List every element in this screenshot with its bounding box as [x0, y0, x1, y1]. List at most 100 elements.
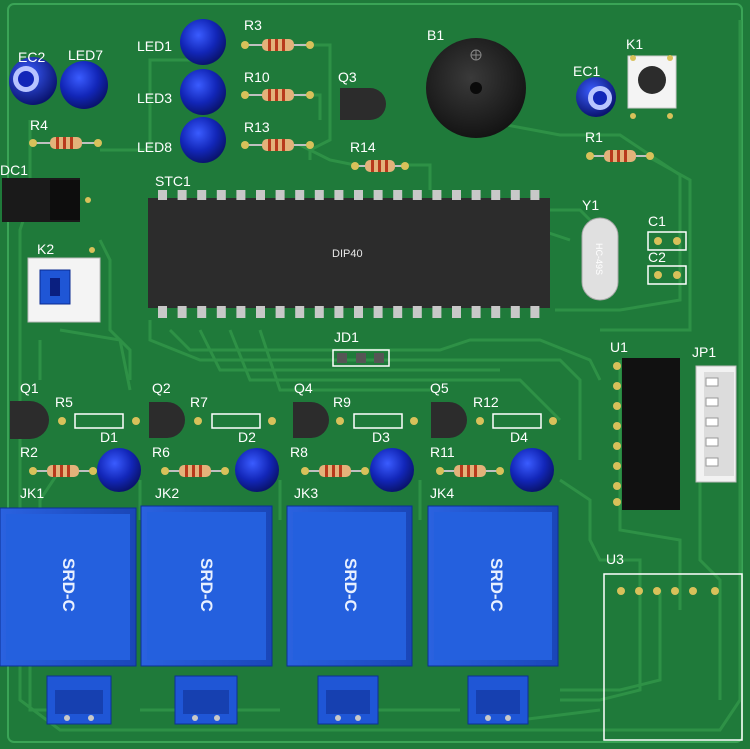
buzzer-b1 — [426, 38, 526, 138]
label-led1: LED1 — [137, 38, 173, 54]
relay-jk1-text: SRD-C — [59, 558, 78, 612]
mcu-pin-top — [216, 190, 226, 200]
capacitor-c2 — [647, 265, 687, 285]
crystal-text: HC-49S — [594, 242, 605, 276]
mcu-pin-bottom — [314, 306, 324, 318]
label-r12: R12 — [473, 394, 499, 410]
mcu-pin-bottom — [236, 306, 246, 318]
mcu-pin-bottom — [256, 306, 265, 318]
pushbutton-k1 — [627, 55, 677, 119]
label-q2: Q2 — [152, 380, 171, 396]
mcu-pin-top — [177, 190, 187, 200]
label-r13: R13 — [244, 119, 270, 135]
led-d3 — [370, 448, 414, 492]
mcu-pin-bottom — [275, 306, 285, 318]
mcu-pin-bottom — [158, 306, 167, 318]
led-d1 — [97, 448, 141, 492]
label-led8: LED8 — [137, 139, 173, 155]
mcu-stc1 — [148, 190, 550, 318]
terminal-blocks — [46, 675, 529, 725]
led-d4 — [510, 448, 554, 492]
label-u1: U1 — [610, 339, 628, 355]
label-y1: Y1 — [582, 197, 600, 213]
mcu-package-text: DIP40 — [332, 248, 363, 260]
mcu-pin-bottom — [334, 306, 344, 318]
led-d2 — [235, 448, 279, 492]
label-jk1: JK1 — [20, 485, 45, 501]
mcu-pin-top — [354, 190, 363, 200]
label-b1: B1 — [427, 27, 445, 43]
transistor-q4 — [293, 402, 329, 438]
label-led7: LED7 — [68, 47, 104, 63]
label-jk4: JK4 — [430, 485, 455, 501]
capacitor-ec2 — [9, 57, 57, 105]
label-r8: R8 — [290, 444, 308, 460]
resistors — [29, 39, 654, 477]
mcu-pin-top — [197, 190, 207, 200]
mcu-pin-top — [314, 190, 324, 200]
label-jd1: JD1 — [334, 329, 359, 345]
mcu-pin-bottom — [393, 306, 403, 318]
label-jk2: JK2 — [155, 485, 180, 501]
label-q4: Q4 — [294, 380, 313, 396]
label-stc1: STC1 — [155, 173, 191, 189]
mcu-pin-top — [471, 190, 481, 200]
label-d4: D4 — [510, 429, 528, 445]
mcu-pin-bottom — [412, 306, 422, 318]
transistor-q2 — [149, 402, 185, 438]
label-k2: K2 — [37, 241, 55, 257]
mcu-pin-top — [412, 190, 422, 200]
mcu-pin-bottom — [216, 306, 226, 318]
relay-jk2 — [140, 505, 273, 667]
led-8 — [180, 117, 226, 163]
mcu-pin-top — [491, 190, 501, 200]
relay-jk4-text: SRD-C — [487, 558, 506, 612]
label-dc1: DC1 — [0, 162, 29, 178]
label-d3: D3 — [372, 429, 390, 445]
label-d1: D1 — [100, 429, 118, 445]
label-u3: U3 — [606, 551, 624, 567]
label-ec2: EC2 — [18, 49, 46, 65]
mcu-pin-top — [373, 190, 383, 200]
label-c1: C1 — [648, 213, 666, 229]
switch-k2 — [27, 247, 101, 323]
mcu-pin-top — [275, 190, 285, 200]
relay-jk3 — [286, 505, 413, 667]
capacitor-c1 — [647, 231, 687, 251]
mcu-pin-top — [158, 190, 167, 200]
mcu-pin-top — [256, 190, 265, 200]
label-k1: K1 — [626, 36, 644, 52]
crystal-y1 — [581, 217, 619, 301]
label-r10: R10 — [244, 69, 270, 85]
label-r11: R11 — [430, 444, 455, 460]
label-r2: R2 — [20, 444, 38, 460]
mcu-pin-bottom — [197, 306, 207, 318]
label-led3: LED3 — [137, 90, 173, 106]
label-jk3: JK3 — [294, 485, 319, 501]
mcu-pin-bottom — [510, 306, 520, 318]
label-r9: R9 — [333, 394, 351, 410]
mcu-pin-bottom — [354, 306, 363, 318]
label-c2: C2 — [648, 249, 666, 265]
label-r6: R6 — [152, 444, 170, 460]
mcu-pin-bottom — [177, 306, 187, 318]
mcu-pin-bottom — [432, 306, 442, 318]
mcu-pin-bottom — [452, 306, 461, 318]
label-q3: Q3 — [338, 69, 357, 85]
mcu-pin-bottom — [491, 306, 501, 318]
mcu-pin-top — [510, 190, 520, 200]
label-r7: R7 — [190, 394, 208, 410]
label-d2: D2 — [238, 429, 256, 445]
label-jp1: JP1 — [692, 344, 717, 360]
relay-jk4 — [427, 505, 559, 667]
label-r3: R3 — [244, 17, 262, 33]
module-u3 — [603, 573, 743, 741]
mcu-pin-top — [530, 190, 540, 200]
transistor-q5 — [431, 402, 467, 438]
led-7 — [60, 61, 108, 109]
label-r5: R5 — [55, 394, 73, 410]
mcu-pin-top — [432, 190, 442, 200]
mcu-pin-bottom — [295, 306, 305, 318]
led-1 — [180, 19, 226, 65]
